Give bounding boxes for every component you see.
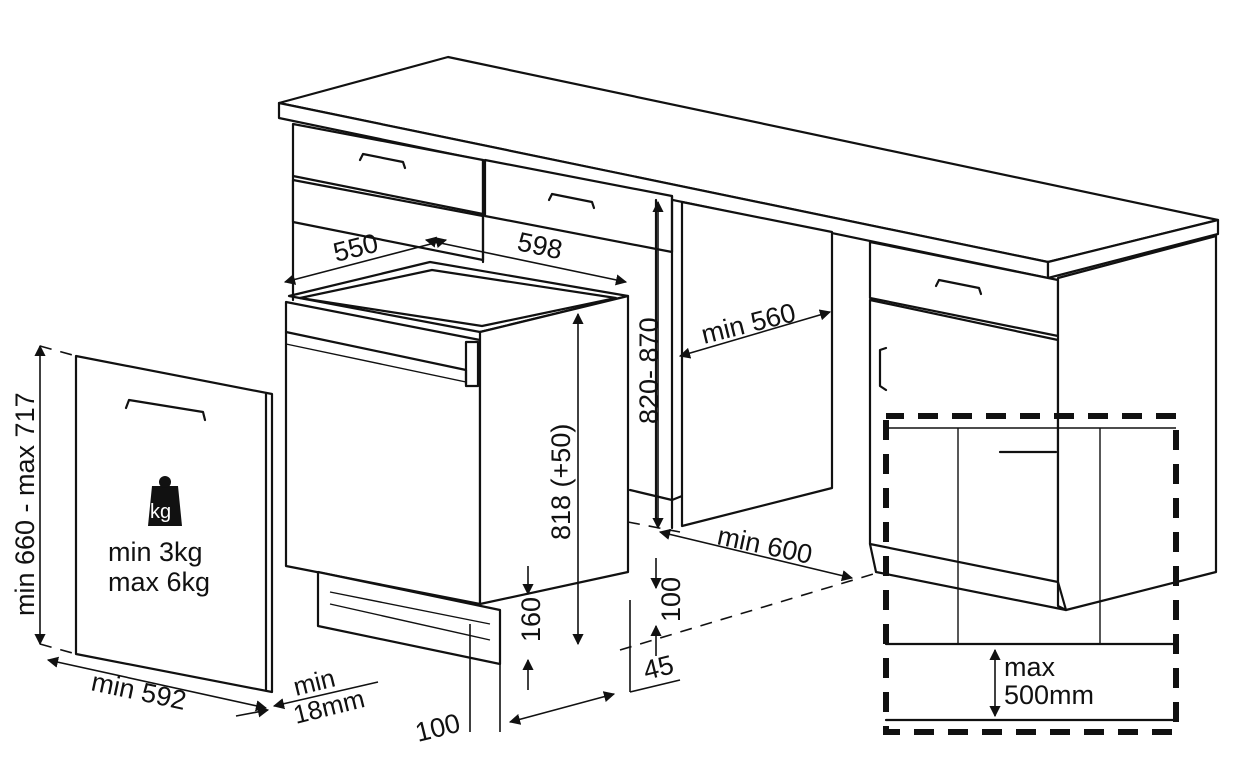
- max-area-outline: [883, 413, 1179, 735]
- svg-text:kg: kg: [150, 501, 171, 523]
- label-weight-max: max 6kg: [108, 567, 210, 597]
- drawer-handle-icon: [358, 152, 596, 210]
- kg-weight-icon: kg: [148, 476, 182, 526]
- label-bottom-offset: 100: [412, 708, 463, 748]
- label-appliance-height: 818 (+50): [546, 424, 576, 540]
- label-max-height-2: 500mm: [1004, 680, 1094, 710]
- label-weight-min: min 3kg: [108, 537, 203, 567]
- countertop: [277, 55, 1220, 280]
- label-counter-height: 820- 870: [634, 317, 664, 424]
- niche-back: [680, 200, 834, 528]
- label-plinth-gap: 100: [656, 577, 686, 622]
- label-max-height-1: max: [1004, 652, 1056, 682]
- right-cabinet: [868, 234, 1218, 612]
- label-depth: 550: [330, 228, 381, 268]
- label-plinth-depth: 45: [640, 649, 676, 685]
- door-handle-icon: [878, 346, 888, 392]
- dimension-lines: [34, 200, 881, 732]
- door-panel: kg: [74, 354, 274, 694]
- label-panel-height: min 660 - max 717: [10, 392, 40, 616]
- label-plinth-height: 160: [516, 597, 546, 642]
- label-niche-depth: min 600: [715, 521, 815, 570]
- dishwasher: [284, 260, 630, 666]
